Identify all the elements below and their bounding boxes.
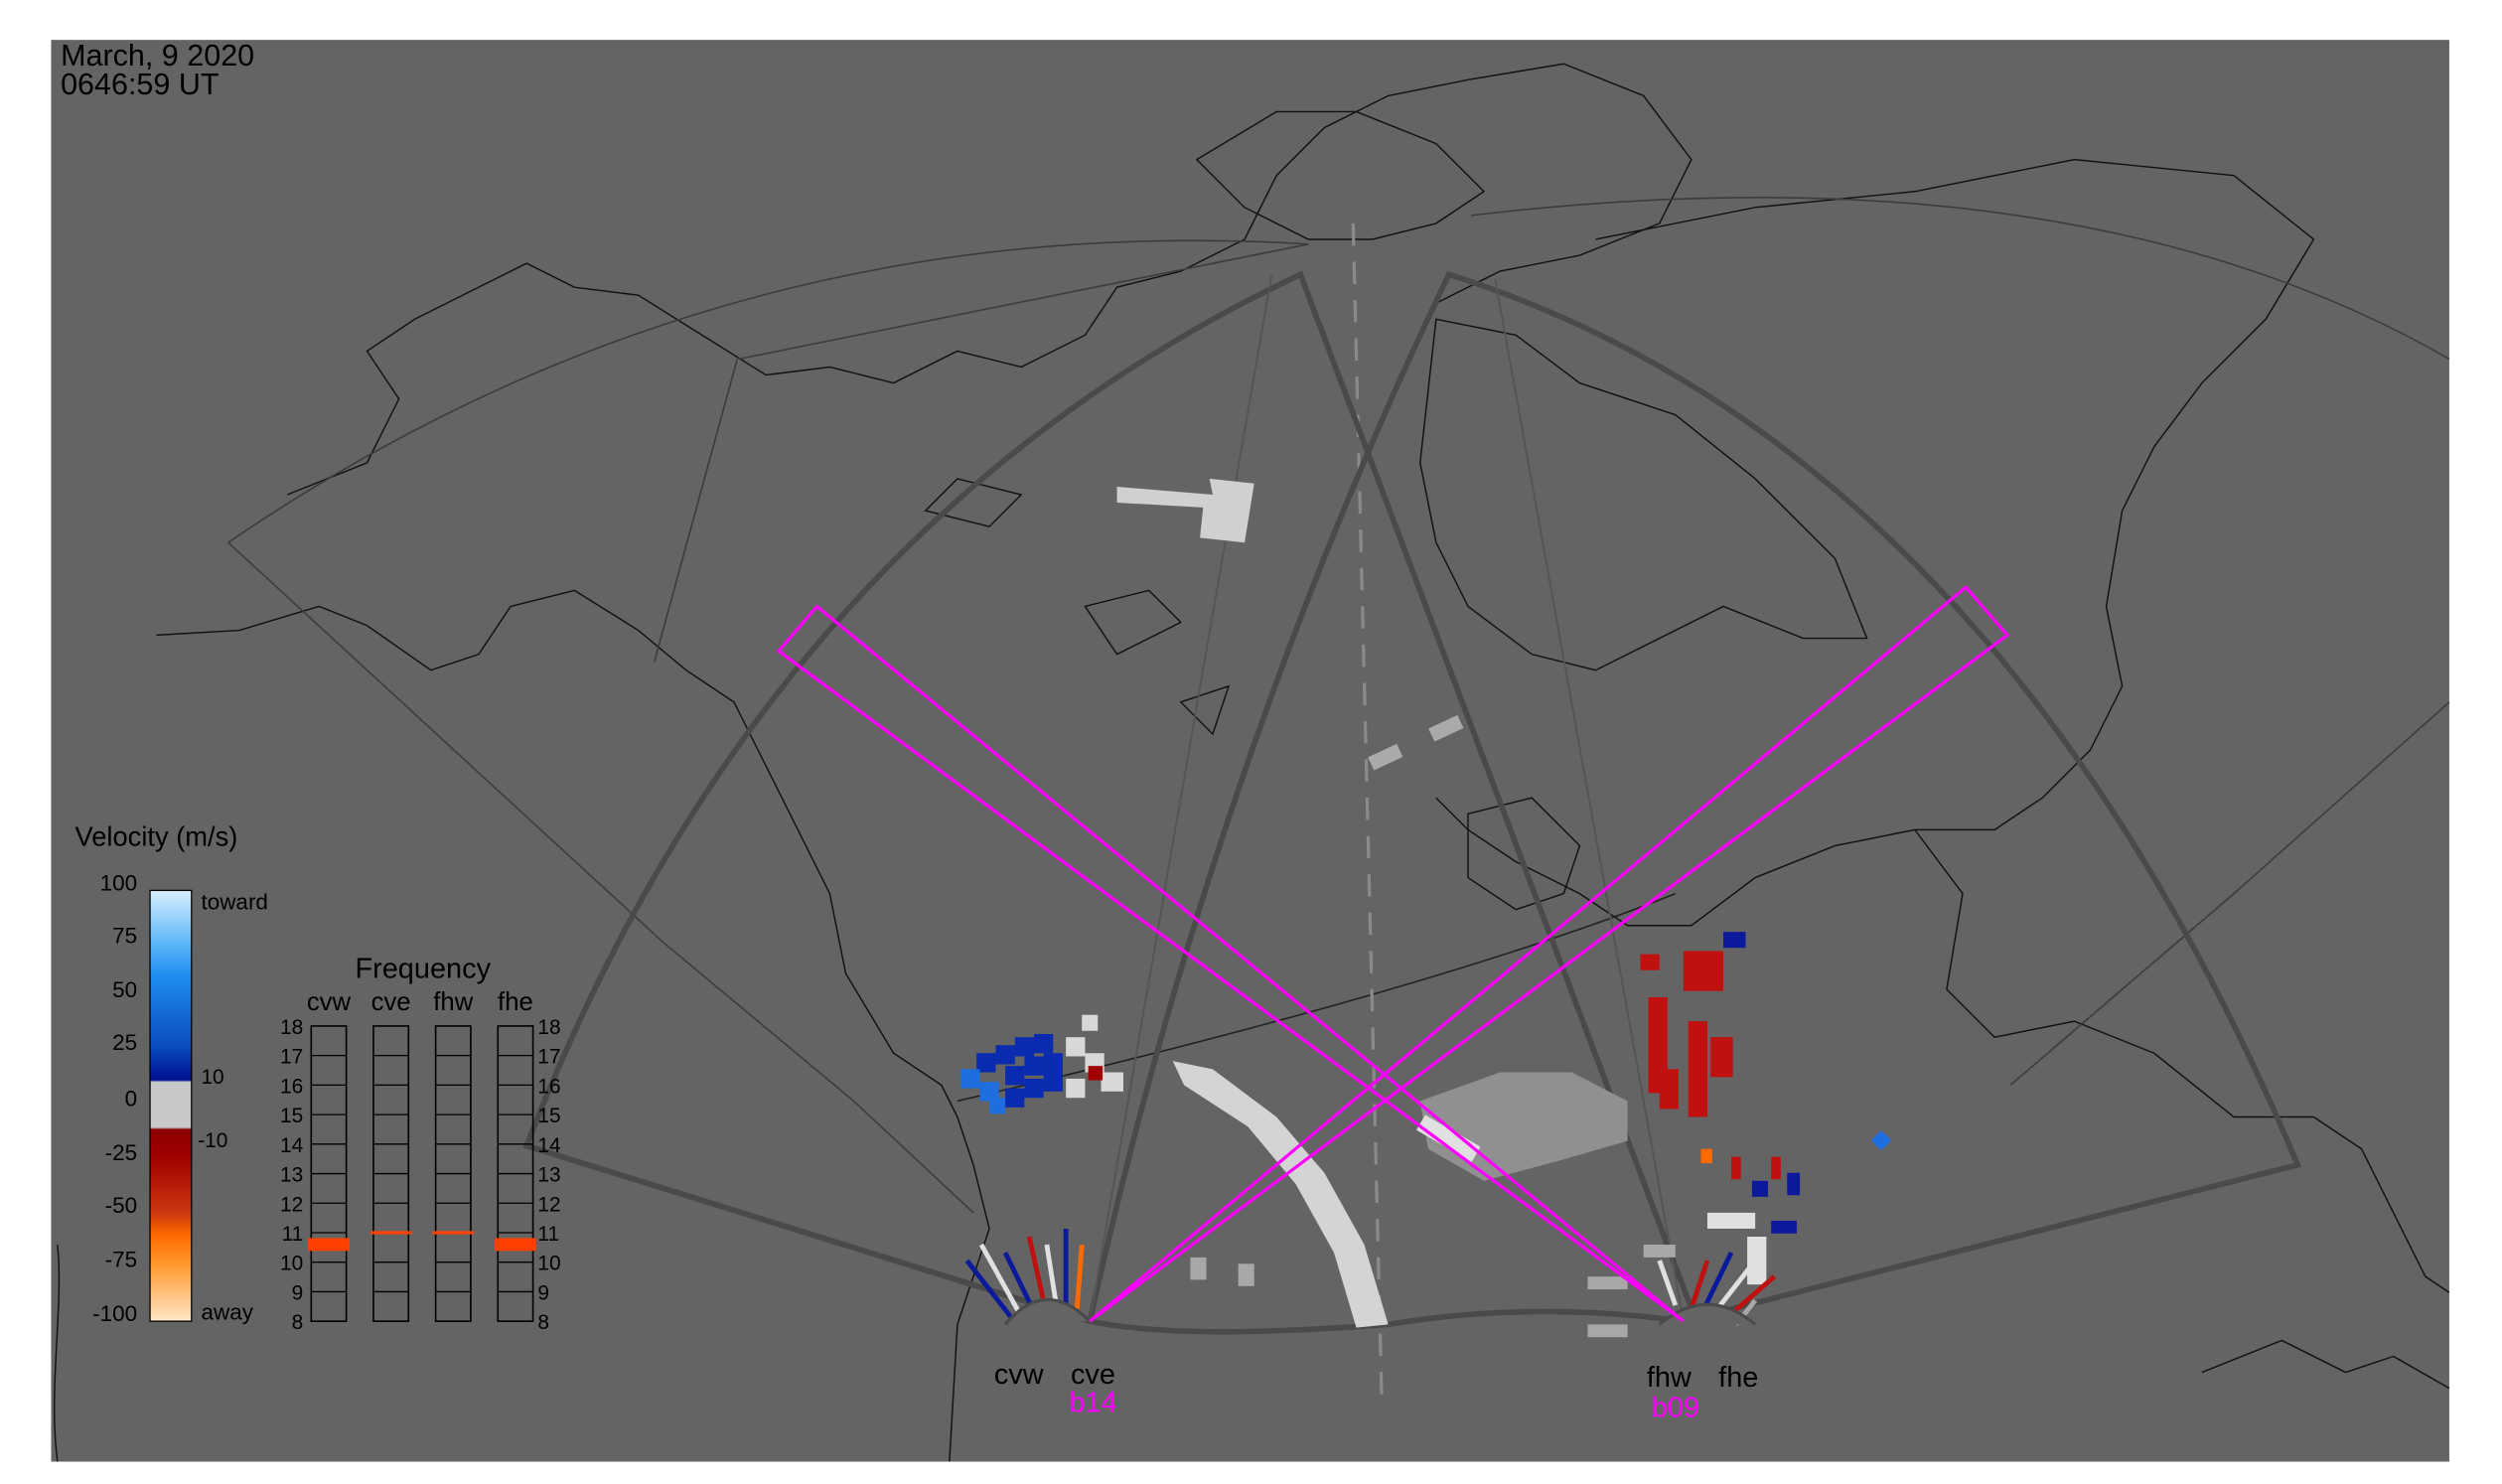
- freq-tick-left: 8: [292, 1311, 304, 1334]
- freq-column-label-fhw: fhw: [433, 988, 473, 1016]
- freq-marker-fhe: [495, 1238, 536, 1252]
- freq-tick-left: 16: [280, 1075, 303, 1098]
- selected-beams: [776, 584, 2010, 1323]
- freq-tick-left: 9: [292, 1281, 304, 1304]
- freq-column-label-cvw: cvw: [307, 988, 352, 1016]
- svg-text:-50: -50: [105, 1193, 137, 1218]
- freq-tick-right: 12: [537, 1193, 560, 1216]
- freq-tick-right: 10: [537, 1253, 560, 1275]
- freq-tick-right: 18: [537, 1016, 560, 1039]
- beam-b14: [1089, 584, 2010, 1323]
- freq-column-label-cve: cve: [371, 988, 411, 1016]
- colorbar: [149, 889, 193, 1322]
- site-label-fhw: fhw: [1647, 1362, 1692, 1394]
- inner-tick-minus10: -10: [198, 1129, 227, 1152]
- svg-text:-100: -100: [92, 1301, 137, 1326]
- frequency-title: Frequency: [355, 954, 491, 985]
- svg-text:0: 0: [125, 1086, 138, 1111]
- beam-b09: [776, 604, 1685, 1323]
- freq-tick-right: 15: [537, 1105, 560, 1127]
- site-label-cvw: cvw: [994, 1359, 1044, 1391]
- svg-text:-25: -25: [105, 1140, 137, 1165]
- freq-marker-cve: [369, 1231, 412, 1235]
- svg-text:25: 25: [112, 1030, 137, 1055]
- velocity-legend: Velocity (m/s) 100 75 50 25 0 -25 -50 -7…: [75, 820, 268, 1326]
- freq-tick-right: 11: [537, 1223, 559, 1246]
- coastlines: [54, 63, 2450, 1462]
- svg-text:75: 75: [112, 923, 137, 948]
- freq-tick-right: 8: [537, 1311, 549, 1334]
- svg-text:-75: -75: [105, 1248, 137, 1272]
- beam-edges: [1089, 274, 1685, 1322]
- toward-label: toward: [201, 890, 268, 915]
- svg-text:100: 100: [100, 870, 138, 895]
- freq-tick-left: 14: [280, 1134, 303, 1157]
- freq-tick-right: 16: [537, 1075, 560, 1098]
- svg-text:50: 50: [112, 977, 137, 1002]
- time-label: 0646:59 UT: [61, 68, 219, 101]
- echo-cells: [960, 478, 1892, 1338]
- freq-marker-fhw: [432, 1231, 475, 1235]
- freq-tick-right: 9: [537, 1281, 549, 1304]
- freq-column-label-fhe: fhe: [498, 988, 533, 1016]
- date-label: March, 9 2020: [61, 39, 254, 73]
- beam-label-b09: b09: [1652, 1393, 1699, 1424]
- freq-tick-right: 17: [537, 1046, 560, 1069]
- freq-tick-left: 15: [280, 1105, 303, 1127]
- colorbar-ticks: 100 75 50 25 0 -25 -50 -75 -100: [92, 870, 137, 1326]
- site-label-fhe: fhe: [1718, 1362, 1758, 1394]
- legend-title: Velocity (m/s): [75, 820, 238, 851]
- freq-marker-cvw: [308, 1238, 350, 1252]
- site-label-cve: cve: [1071, 1359, 1115, 1391]
- west-site-notch: [1003, 1297, 1092, 1326]
- freq-tick-left: 17: [280, 1046, 303, 1069]
- away-label: away: [201, 1300, 253, 1325]
- freq-tick-left: 11: [282, 1223, 304, 1246]
- freq-tick-left: 18: [280, 1016, 303, 1039]
- site-labels: cvw cve b14 fhw fhe b09: [994, 1359, 1759, 1424]
- freq-tick-left: 12: [280, 1193, 303, 1216]
- inner-tick-10: 10: [201, 1066, 223, 1089]
- freq-tick-right: 14: [537, 1134, 560, 1157]
- frequency-panel: Frequency 18 18 17 17 16 16 15 15 14 14 13 13 12 12 11…: [280, 954, 561, 1334]
- freq-tick-right: 13: [537, 1164, 560, 1187]
- beam-label-b14: b14: [1069, 1388, 1116, 1419]
- fields-of-view: [522, 270, 2302, 1335]
- freq-tick-left: 13: [280, 1164, 303, 1187]
- freq-tick-left: 10: [280, 1253, 303, 1275]
